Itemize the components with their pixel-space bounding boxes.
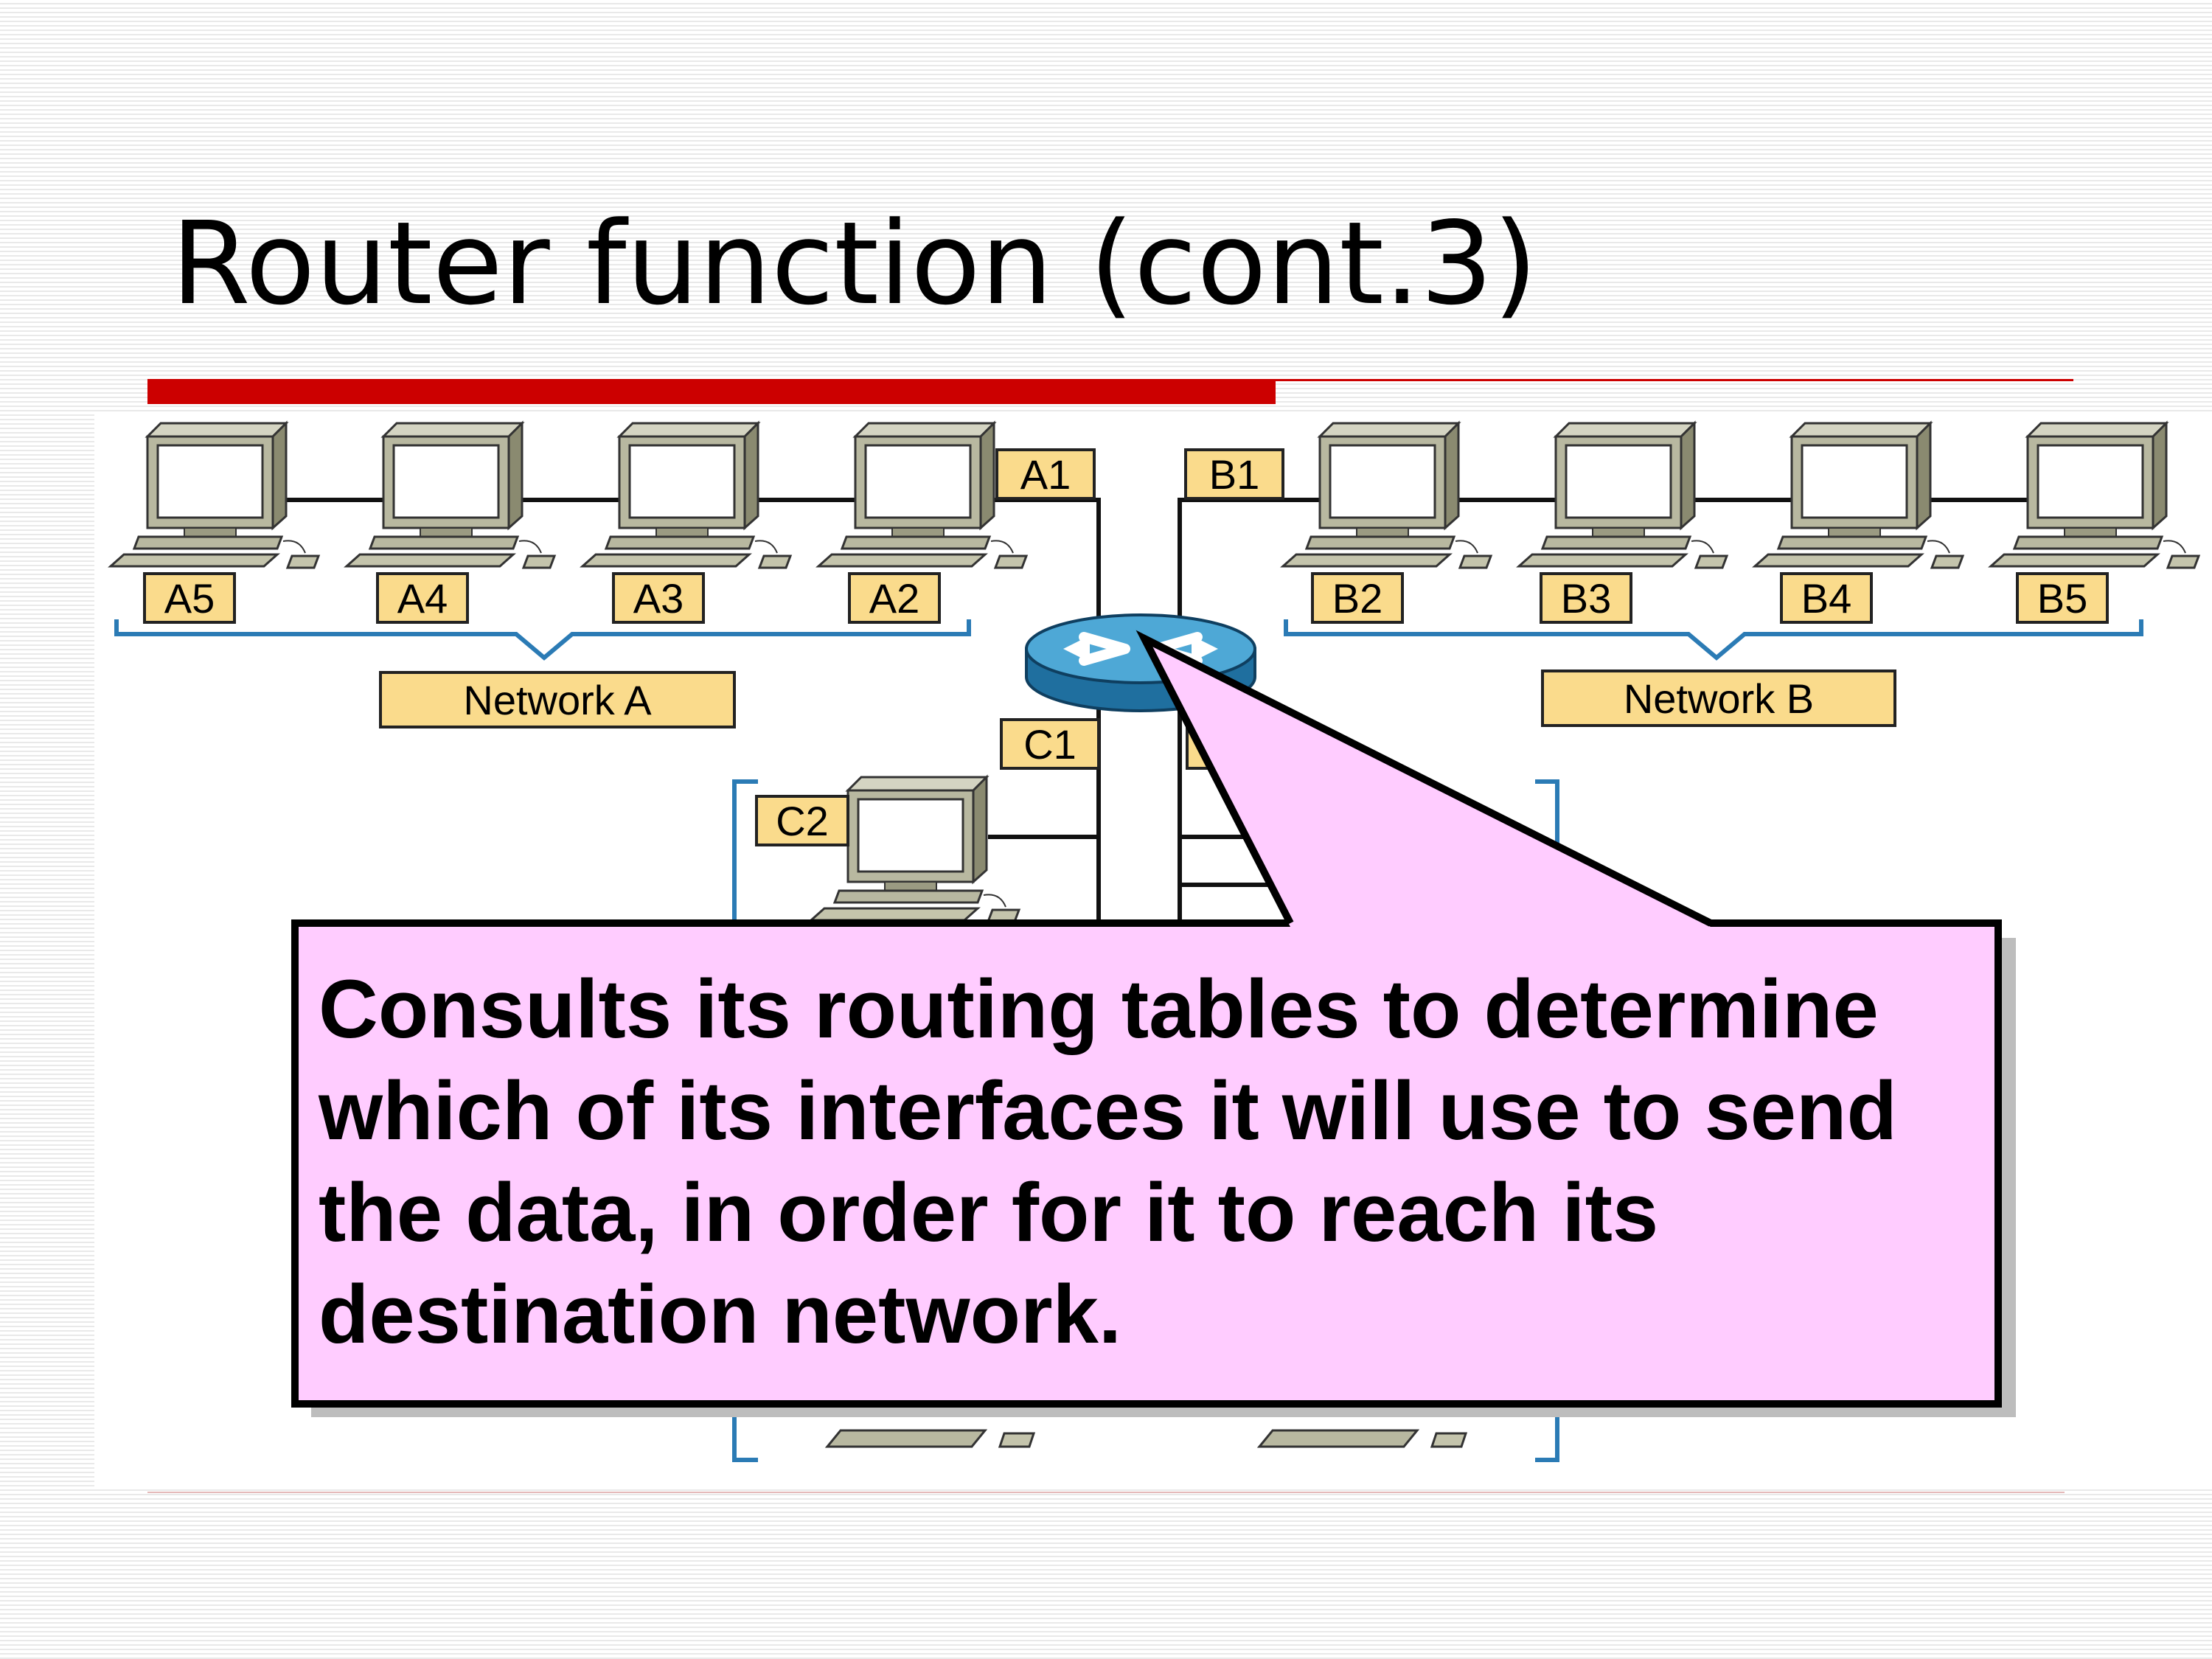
- svg-text:B2: B2: [1332, 575, 1383, 622]
- svg-text:A4: A4: [397, 575, 448, 622]
- label-a1: A1: [995, 448, 1096, 500]
- label-b4: B4: [1780, 572, 1873, 624]
- title-rule-thick: [147, 379, 1276, 404]
- label-b1: B1: [1184, 448, 1284, 500]
- host-b4-computer: [1753, 422, 1964, 569]
- svg-text:B3: B3: [1561, 575, 1612, 622]
- network-b-brace: [1284, 619, 2143, 661]
- title-rule-thin: [1276, 379, 2073, 381]
- host-a3-computer: [581, 422, 792, 569]
- svg-text:B4: B4: [1801, 575, 1852, 622]
- slide-title: Router function (cont.3): [171, 197, 1538, 330]
- svg-text:C2: C2: [776, 798, 829, 844]
- svg-text:A1: A1: [1020, 451, 1071, 498]
- label-c2: C2: [755, 795, 849, 846]
- svg-text:Network B: Network B: [1624, 675, 1814, 722]
- svg-text:B1: B1: [1209, 451, 1260, 498]
- svg-text:A5: A5: [164, 575, 215, 622]
- bottom-rule: [147, 1492, 2065, 1493]
- host-b2-computer: [1281, 422, 1492, 569]
- svg-text:C1: C1: [1023, 721, 1077, 768]
- callout-text: Consults its routing tables to determine…: [319, 963, 1897, 1360]
- host-a4-computer: [345, 422, 556, 569]
- network-a-brace: [114, 619, 971, 661]
- label-c1: C1: [1000, 718, 1100, 770]
- label-network-a: Network A: [379, 671, 736, 728]
- label-b5: B5: [2016, 572, 2109, 624]
- label-b3: B3: [1540, 572, 1632, 624]
- label-b2: B2: [1311, 572, 1404, 624]
- label-a4: A4: [376, 572, 469, 624]
- label-a2: A2: [848, 572, 941, 624]
- host-b5-computer: [1989, 422, 2200, 569]
- label-a3: A3: [612, 572, 705, 624]
- host-b3-computer: [1517, 422, 1728, 569]
- svg-text:B5: B5: [2037, 575, 2088, 622]
- svg-text:A2: A2: [869, 575, 920, 622]
- label-a5: A5: [143, 572, 236, 624]
- svg-text:A3: A3: [633, 575, 684, 622]
- network-b-bus: [1178, 498, 2057, 929]
- svg-text:Network A: Network A: [463, 677, 652, 723]
- keyboard-bottom-right: [1258, 1429, 1467, 1448]
- keyboard-bottom-left: [826, 1429, 1035, 1448]
- host-a2-computer: [817, 422, 1028, 569]
- label-network-b: Network B: [1541, 669, 1896, 727]
- host-a5-computer: [109, 422, 320, 569]
- network-a-bus: [280, 498, 1101, 929]
- callout-box: [291, 630, 2016, 1417]
